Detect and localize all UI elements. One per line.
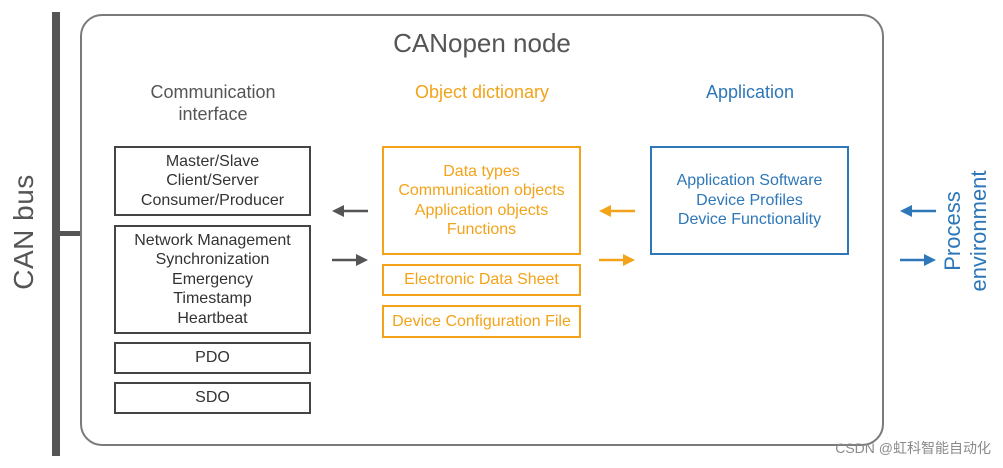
can-bus-connector: [56, 231, 82, 236]
od-box-eds: Electronic Data Sheet: [382, 264, 581, 296]
box-line: PDO: [195, 349, 230, 367]
heading-line: interface: [178, 104, 248, 124]
arrow-right-icon: [599, 254, 635, 266]
arrow-left-icon: [900, 205, 936, 217]
box-line: Application objects: [414, 201, 549, 219]
od-box-contents: Data types Communication objects Applica…: [382, 146, 581, 255]
box-line: Application Software: [676, 172, 823, 190]
od-box-dcf: Device Configuration File: [382, 305, 581, 338]
comm-box-roles: Master/Slave Client/Server Consumer/Prod…: [114, 146, 311, 216]
heading-line: Communication: [150, 82, 276, 102]
box-line: Consumer/Producer: [140, 191, 285, 209]
box-line: Device Profiles: [696, 191, 803, 209]
object-dictionary-heading: Object dictionary: [414, 82, 550, 102]
comm-box-sdo: SDO: [114, 382, 311, 414]
application-box: Application Software Device Profiles Dev…: [650, 146, 849, 255]
process-environment-label: Process environment: [940, 170, 992, 291]
arrow-left-icon: [332, 205, 368, 217]
box-line: Master/Slave: [165, 152, 260, 170]
canopen-node-frame: [80, 14, 884, 446]
box-line: Synchronization: [155, 251, 270, 269]
box-line: SDO: [195, 389, 230, 407]
box-line: Electronic Data Sheet: [404, 271, 559, 289]
box-line: Timestamp: [173, 290, 252, 308]
box-line: Device Configuration File: [392, 312, 571, 330]
process-label-line: Process: [940, 191, 965, 271]
box-line: Heartbeat: [177, 309, 248, 327]
process-label-line: environment: [966, 170, 991, 292]
arrow-right-icon: [900, 254, 936, 266]
can-bus-label: CAN bus: [8, 174, 39, 290]
comm-box-services: Network Management Synchronization Emerg…: [114, 225, 311, 334]
box-line: Functions: [446, 221, 517, 238]
application-heading: Application: [705, 82, 795, 102]
arrow-left-icon: [599, 205, 635, 217]
communication-interface-heading: Communication interface: [113, 81, 313, 125]
node-title: CANopen node: [393, 28, 571, 58]
arrow-right-icon: [332, 254, 368, 266]
box-line: Device Functionality: [677, 211, 822, 229]
box-line: Network Management: [134, 231, 291, 249]
box-line: Emergency: [172, 270, 253, 288]
box-line: Data types: [443, 162, 520, 180]
box-line: Client/Server: [166, 172, 259, 190]
comm-box-pdo: PDO: [114, 342, 311, 374]
box-line: Communication objects: [398, 182, 565, 199]
watermark: CSDN @虹科智能自动化: [835, 440, 991, 456]
